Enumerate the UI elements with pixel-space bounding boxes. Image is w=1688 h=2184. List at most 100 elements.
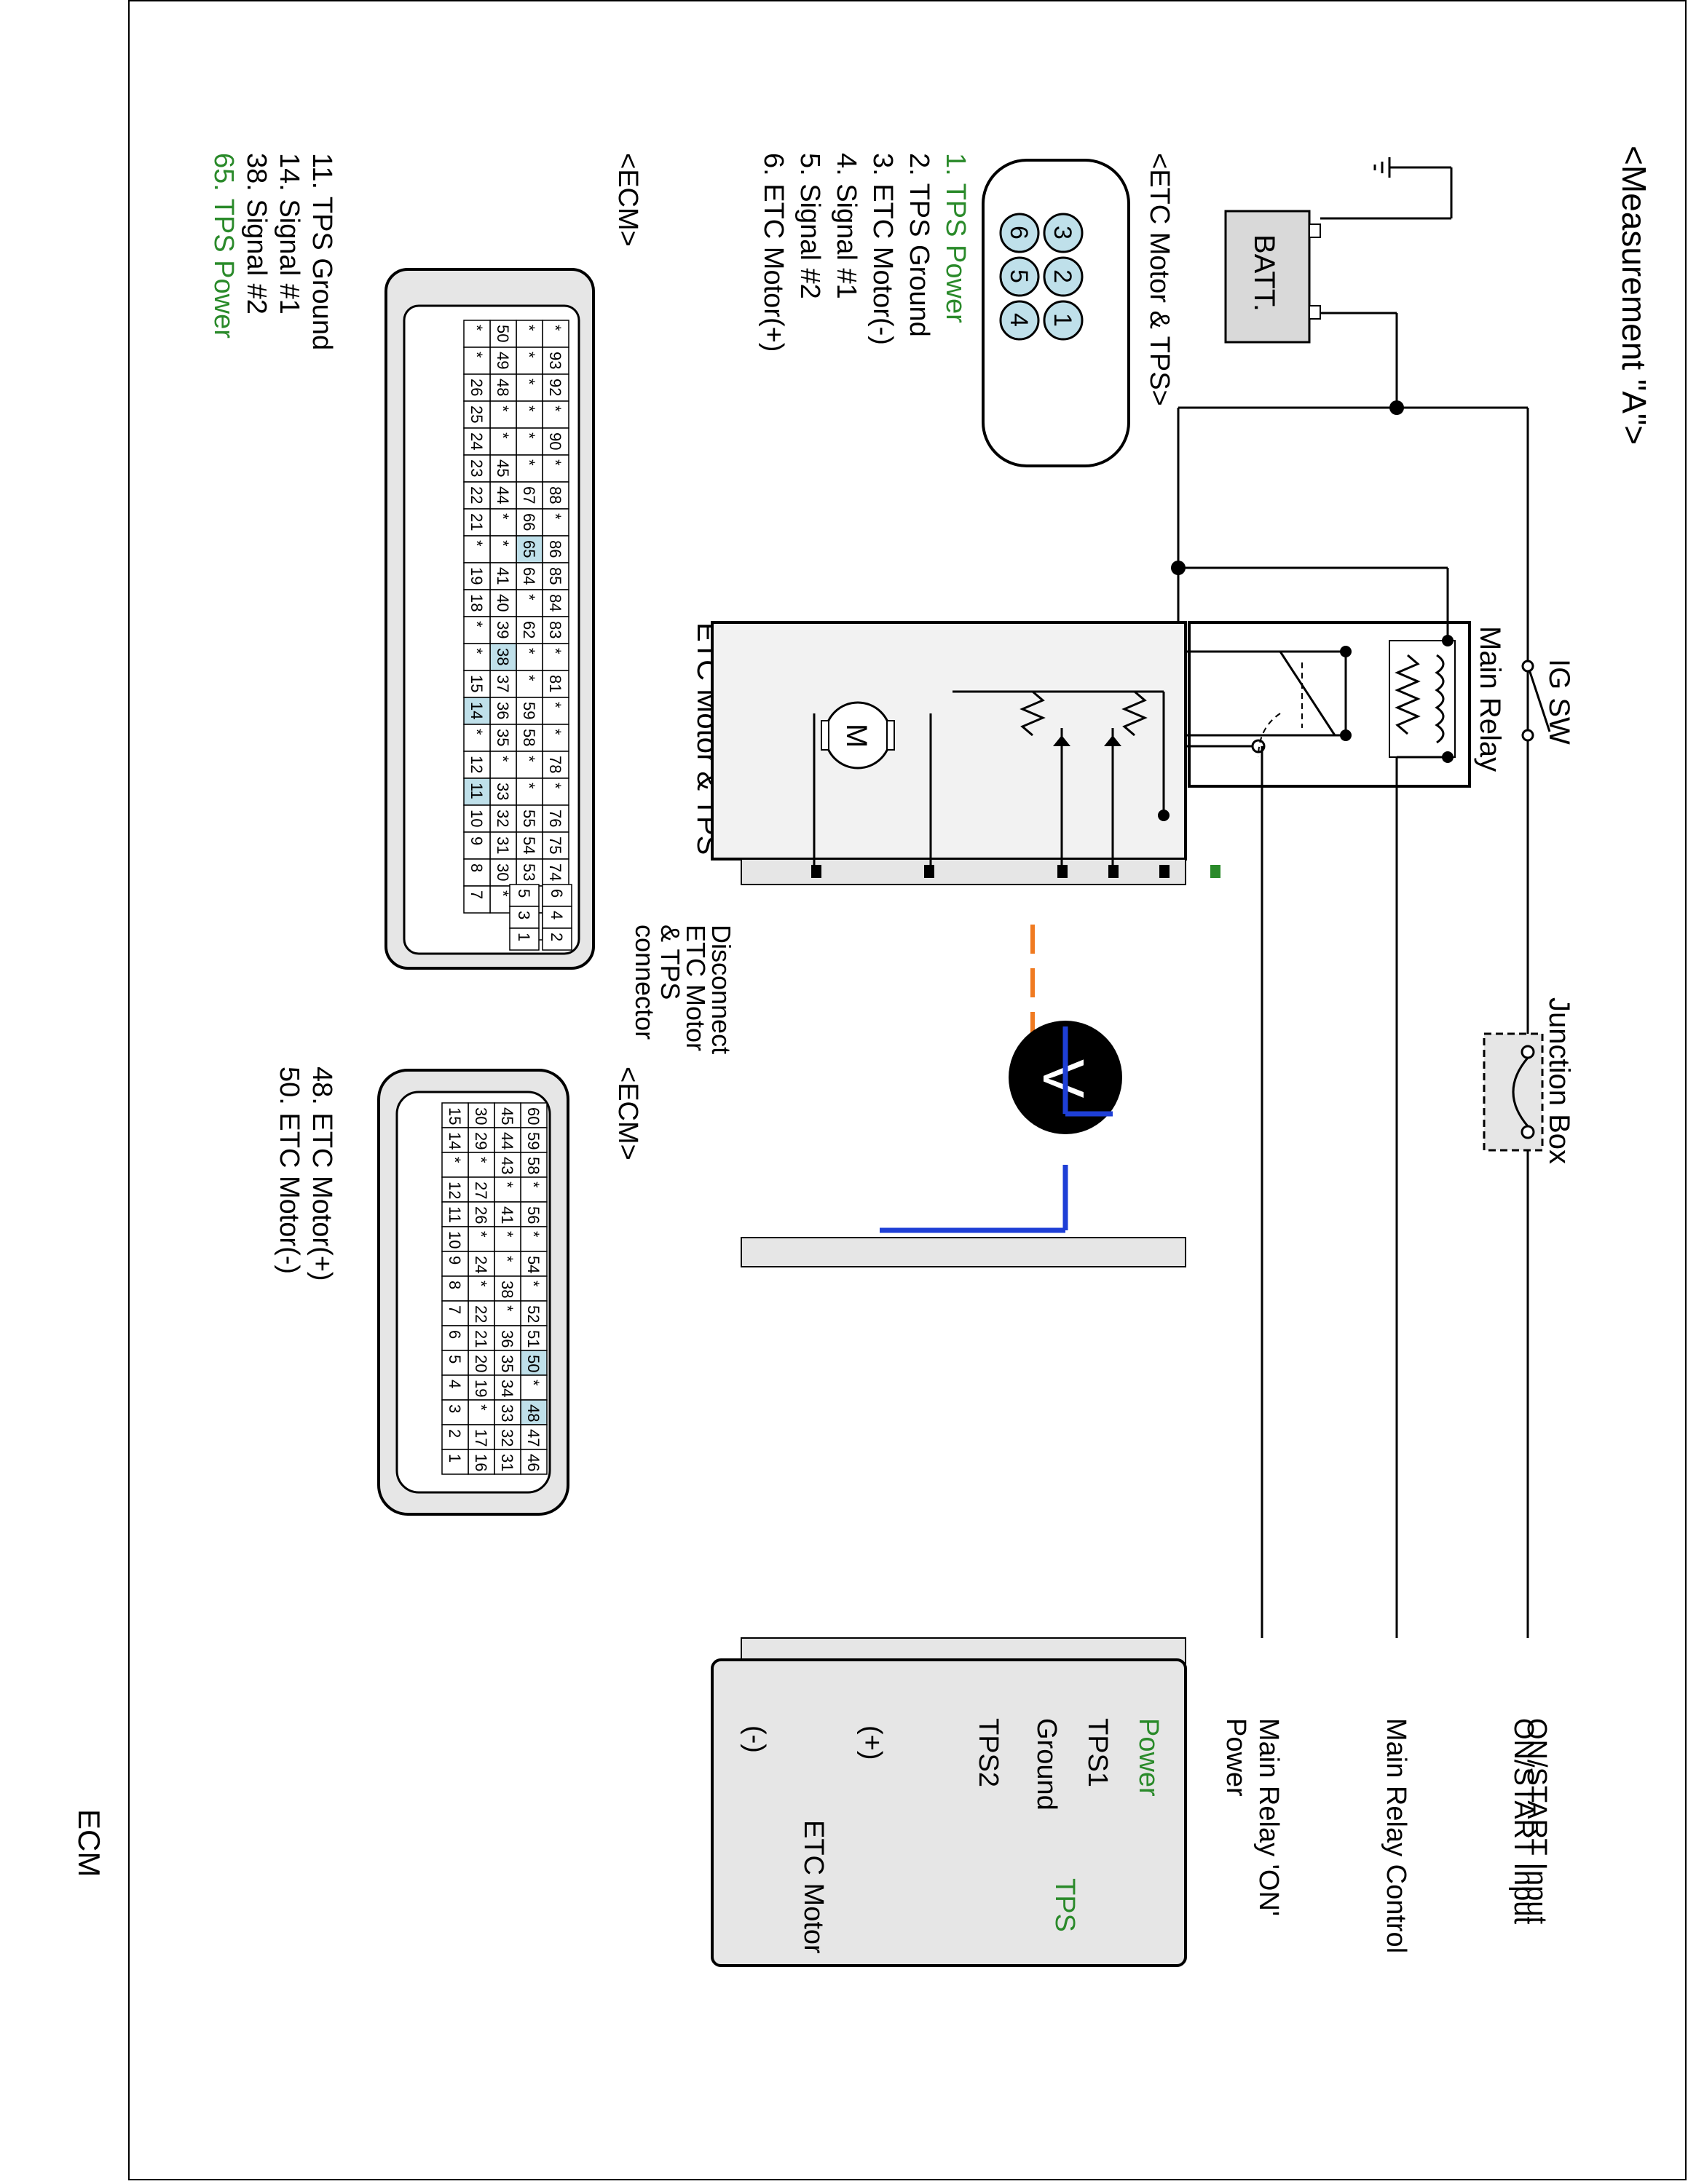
pin-number: * (468, 352, 486, 358)
ecm-input-on-start: ON/START Input (1521, 1718, 1552, 1924)
pin-number: 64 (520, 567, 538, 585)
pin-cell (520, 1374, 548, 1401)
pin-number: * (498, 1231, 516, 1238)
pin-number: 53 (520, 863, 538, 881)
pin-cell (441, 1102, 469, 1128)
pin-number: 29 (472, 1132, 490, 1150)
pin-number: 2 (446, 1429, 464, 1438)
pin-number: 33 (494, 783, 512, 800)
pin-number: 14 (446, 1132, 464, 1150)
pin-cell (542, 724, 569, 752)
pin-number: * (494, 756, 512, 762)
etc-pin-label: 6 (1005, 226, 1033, 240)
pin-cell (520, 1300, 548, 1326)
pin-number: 86 (546, 540, 564, 558)
pin-number: 31 (498, 1454, 516, 1471)
pin-cell (463, 751, 491, 779)
etc-legend-4: 4. Signal #1 (831, 153, 861, 299)
pin-number: 93 (546, 352, 564, 369)
pin-number: 38 (498, 1281, 516, 1298)
pin-number: 15 (446, 1107, 464, 1125)
pin-cell (441, 1350, 469, 1376)
pin-number: 31 (494, 836, 512, 854)
pin-cell (520, 1127, 548, 1153)
pin-number: 4 (548, 911, 566, 919)
pin-number: 32 (494, 810, 512, 827)
pin-cell (516, 643, 543, 671)
etc-pin-label: 1 (1049, 313, 1076, 327)
etc-pin-6 (999, 213, 1040, 253)
junction-box: Junction Box (1483, 997, 1575, 1164)
pin-cell (494, 1449, 521, 1475)
pin-number: 44 (494, 486, 512, 504)
ecm-label-power: Power (1133, 1718, 1164, 1797)
pin-cell (542, 616, 569, 644)
pin-number: 78 (546, 756, 564, 773)
pin-number: * (494, 432, 512, 439)
pin-number: 30 (494, 863, 512, 881)
pin-number: 26 (468, 379, 486, 396)
pin-cell (509, 884, 540, 907)
pin-number: * (468, 729, 486, 735)
pin-number: 27 (472, 1182, 490, 1199)
pin-cell (494, 1201, 521, 1227)
pin-cell (494, 1275, 521, 1302)
pin-number: 14 (468, 702, 486, 719)
pin-number: * (472, 1404, 490, 1411)
pin-cell (441, 1300, 469, 1326)
etc-pin-label: 3 (1049, 226, 1076, 240)
etc-pin-5 (999, 256, 1040, 297)
pin-cell (542, 508, 569, 537)
pin-number: 55 (520, 810, 538, 827)
pin-cell (463, 400, 491, 429)
pin-number: 30 (472, 1107, 490, 1125)
ecm-connector-2-heading: <ECM> (612, 1067, 643, 1160)
ecm-label-main-relay-control: Main Relay Control (1381, 1718, 1411, 1953)
pin-number: 10 (446, 1231, 464, 1249)
pin-number: 38 (494, 648, 512, 665)
pin-number: 20 (472, 1355, 490, 1372)
pin-number: 32 (498, 1429, 516, 1447)
pin-number: 48 (524, 1404, 543, 1422)
pin-number: 54 (524, 1256, 543, 1273)
pin-number: 74 (546, 863, 564, 881)
pin-number: 85 (546, 567, 564, 585)
pin-cell (441, 1152, 469, 1178)
pin-cell (542, 535, 569, 563)
pin-number: * (546, 325, 564, 331)
etc-pin-3 (1043, 213, 1084, 253)
pin-cell (441, 1226, 469, 1252)
pin-number: * (498, 1305, 516, 1312)
pin-cell (520, 1201, 548, 1227)
disconnect-line-1: Disconnect (706, 925, 736, 1054)
pin-number: * (494, 890, 512, 897)
pin-number: * (472, 1157, 490, 1163)
etc-legend-2: 2. TPS Ground (904, 153, 934, 337)
pin-number: 81 (546, 675, 564, 692)
pin-number: * (468, 648, 486, 654)
pin-cell (516, 535, 543, 563)
pin-number: 17 (472, 1429, 490, 1447)
pin-number: 37 (494, 675, 512, 692)
pin-number: 7 (446, 1305, 464, 1314)
pin-number: 58 (524, 1157, 543, 1174)
pin-number: 62 (520, 621, 538, 638)
pin-number: 36 (494, 702, 512, 719)
pin-number: 48 (494, 379, 512, 396)
pin-number: 18 (468, 594, 486, 612)
pin-number: 39 (494, 621, 512, 638)
pin-cell (494, 1176, 521, 1203)
pin-number: * (472, 1281, 490, 1287)
etc-pin-label: 4 (1005, 313, 1033, 327)
pin-number: 45 (494, 459, 512, 477)
etc-connector-heading: <ETC Motor & TPS> (1144, 153, 1175, 406)
pin-number: 9 (468, 836, 486, 845)
pin-number: 19 (472, 1380, 490, 1397)
etc-motor-tps-unit: ETC Motor & TPS M (691, 621, 1220, 885)
pin-number: * (524, 1231, 543, 1238)
pin-cell (489, 724, 517, 752)
pin-cell (441, 1424, 469, 1450)
pin-cell (542, 804, 569, 833)
pin-number: * (472, 1231, 490, 1238)
pin-number: * (468, 621, 486, 628)
